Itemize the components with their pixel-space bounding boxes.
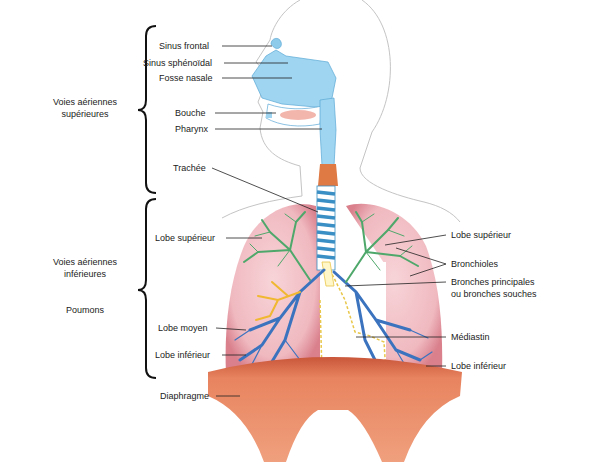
part-label: Lobe moyen [158, 322, 214, 334]
part-label: Lobe supérieur [451, 229, 561, 241]
part-label: Lobe supérieur [155, 232, 223, 244]
group-label: Voies aériennes supérieures [35, 96, 135, 120]
group-label: Voies aériennes inférieures [35, 256, 135, 280]
part-label: Lobe inférieur [155, 349, 219, 361]
part-label: Sinus sphénoïdal [143, 57, 221, 69]
upper-airways [252, 38, 338, 186]
head-outline [222, 0, 460, 222]
bracket [138, 26, 156, 378]
part-label: Bouche [175, 107, 213, 119]
bronchial-tree [235, 212, 432, 372]
leader-line [212, 46, 446, 396]
part-label: Fosse nasale [159, 72, 219, 84]
part-label: Médiastin [451, 331, 561, 343]
part-label: Diaphragme [160, 390, 214, 402]
part-label: Pharynx [175, 123, 213, 135]
group-label: Poumons [35, 304, 135, 316]
trachea [317, 186, 335, 286]
part-label: Bronches principales ou bronches souches [451, 276, 547, 300]
diaphragm [208, 357, 462, 462]
part-label: Bronchioles [451, 258, 561, 270]
part-label: Sinus frontal [159, 40, 219, 52]
part-label: Trachée [173, 162, 211, 174]
part-label: Lobe inférieur [451, 360, 561, 372]
